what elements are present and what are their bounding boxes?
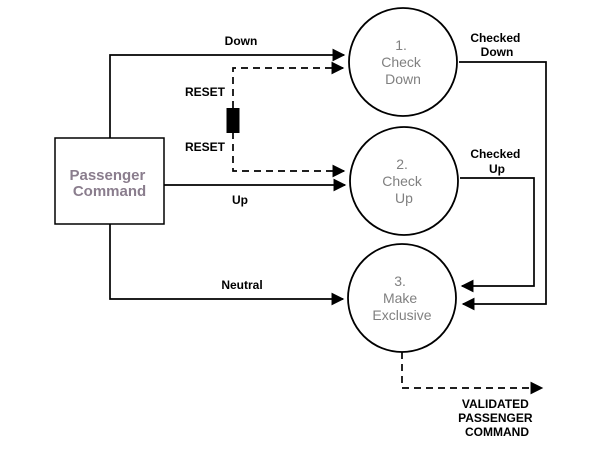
checked-up-flow-label: Checked Up: [470, 147, 523, 176]
process-2-line1: Check: [382, 173, 423, 189]
reset-bottom-flow-label: RESET: [185, 140, 226, 154]
edge-validated-output: [401, 352, 544, 395]
process-3-make-exclusive-circle: [347, 243, 457, 353]
process-3-line1: Make: [383, 290, 417, 306]
checked-up-line1: Checked: [470, 147, 520, 161]
passenger-command-label: Passenger Command: [69, 167, 149, 200]
down-flow-label: Down: [225, 34, 258, 48]
edge-reset-to-check-up: [232, 120, 346, 178]
checked-down-flow-label: Checked Down: [470, 31, 523, 59]
up-flow-label: Up: [232, 193, 248, 207]
process-2-number: 2.: [396, 156, 408, 172]
process-3-number: 3.: [394, 273, 406, 289]
process-1-line2: Down: [385, 71, 421, 87]
process-1-check-down-circle: [348, 7, 458, 117]
process-1-number: 1.: [395, 37, 407, 53]
checked-down-line2: Down: [481, 45, 514, 59]
reset-top-flow-label: RESET: [185, 85, 226, 99]
process-1-label: 1. Check Down: [381, 37, 425, 87]
edge-down: [109, 48, 346, 138]
process-3-label: 3. Make Exclusive: [372, 273, 431, 323]
passenger-command-line1: Passenger: [69, 167, 145, 184]
validated-output-line3: COMMAND: [465, 425, 529, 439]
edge-checked-down: [459, 61, 547, 311]
process-2-line2: Up: [395, 190, 413, 206]
edge-checked-up: [460, 177, 535, 293]
passenger-command-box: [54, 137, 165, 225]
process-1-line1: Check: [381, 54, 422, 70]
passenger-command-line2: Command: [73, 183, 146, 200]
reset-source-symbol: [226, 108, 240, 133]
checked-down-line1: Checked: [470, 31, 520, 45]
process-2-label: 2. Check Up: [382, 156, 426, 206]
edge-reset-to-check-down: [232, 61, 345, 120]
neutral-flow-label: Neutral: [221, 278, 262, 292]
process-2-check-up-circle: [349, 126, 459, 236]
validated-output-line1: VALIDATED: [462, 397, 529, 411]
validated-output-label: VALIDATED PASSENGER COMMAND: [458, 397, 536, 439]
process-3-line2: Exclusive: [372, 307, 431, 323]
validated-output-line2: PASSENGER: [458, 411, 533, 425]
checked-up-line2: Up: [489, 162, 505, 176]
edge-neutral: [109, 224, 345, 306]
